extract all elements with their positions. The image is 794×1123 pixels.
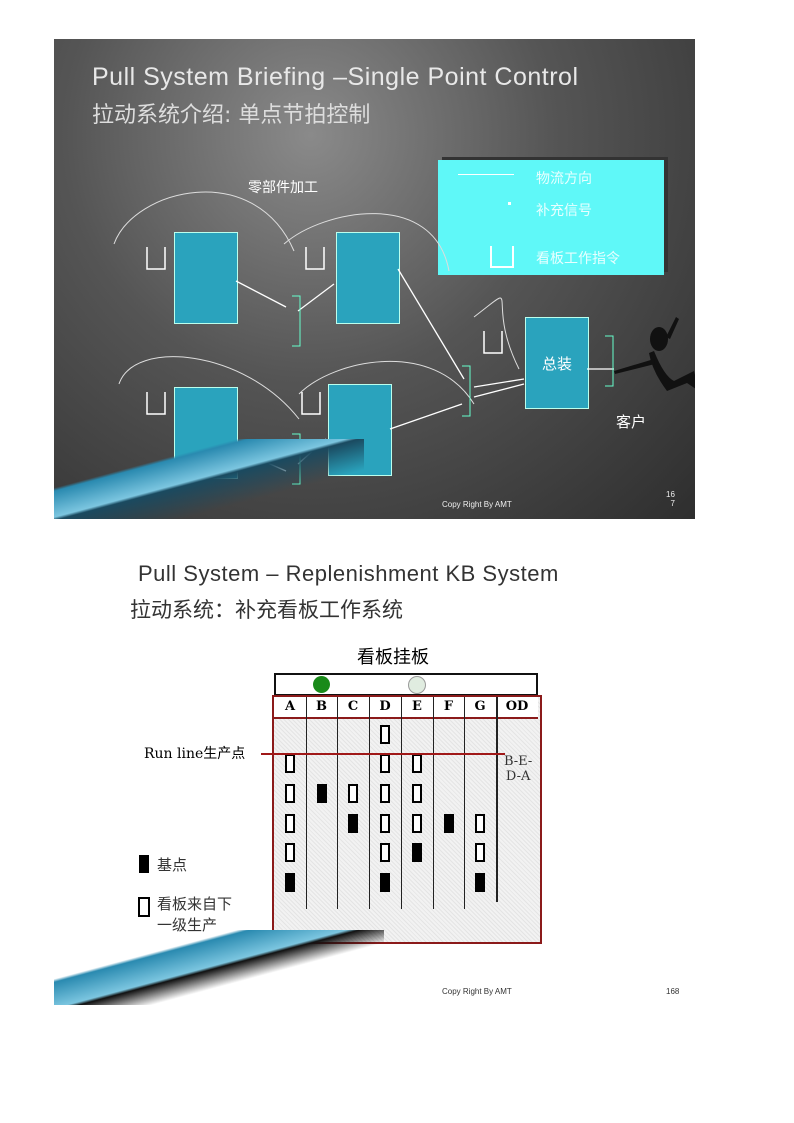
assembly-label: 总装: [541, 354, 572, 373]
kanban-card[interactable]: [285, 784, 295, 803]
kanban-card[interactable]: [285, 814, 295, 833]
legend-kanban: 看板来自下 一级生产: [157, 895, 233, 934]
process-label: 零部件加工: [248, 180, 318, 196]
green-light-icon: [313, 676, 330, 693]
column-header-g: G: [474, 699, 486, 714]
legend-kanban: 看板工作指令: [536, 251, 620, 267]
page-number: 168: [666, 987, 680, 996]
column-divider: [337, 697, 338, 909]
kanban-card[interactable]: [380, 784, 390, 803]
column-divider: [464, 697, 465, 909]
flow-diagram: [113, 191, 695, 485]
signal-bar: [274, 673, 538, 696]
column-divider: [496, 697, 498, 902]
process-box: [336, 232, 400, 324]
kanban-card[interactable]: [412, 784, 422, 803]
column-divider: [401, 697, 402, 909]
column-header-f: F: [443, 699, 454, 714]
page-number: 16 7: [666, 490, 675, 508]
slide-decoration: [54, 930, 384, 1005]
slide-decoration: [54, 439, 364, 519]
off-light-icon: [408, 676, 426, 694]
column-divider: [433, 697, 434, 909]
legend-flow: 物流方向: [536, 171, 592, 187]
kanban-card[interactable]: [285, 754, 295, 773]
kanban-posts: [146, 247, 503, 415]
base-point-card[interactable]: [380, 873, 390, 892]
base-point-icon: [139, 855, 149, 873]
kanban-card[interactable]: [412, 754, 422, 773]
column-header-a: A: [284, 699, 296, 714]
kanban-card[interactable]: [380, 754, 390, 773]
legend-signal: 补充信号: [536, 203, 592, 219]
assembly-box: 总装: [525, 317, 589, 409]
kanban-card[interactable]: [475, 843, 485, 862]
kanban-card-icon: [138, 897, 150, 917]
kanban-card[interactable]: [285, 843, 295, 862]
column-divider: [369, 697, 370, 909]
slide-subtitle: 拉动系统介绍: 单点节拍控制: [92, 103, 371, 128]
board-title: 看板挂板: [357, 647, 429, 668]
slide-title: Pull System Briefing –Single Point Contr…: [92, 63, 579, 91]
slide-title: Pull System – Replenishment KB System: [138, 561, 559, 586]
base-point-card[interactable]: [316, 784, 327, 803]
copyright: Copy Right By AMT: [442, 987, 512, 996]
base-point-card[interactable]: [412, 843, 422, 862]
signal-loops: [113, 191, 520, 420]
runline-label: Run line生产点: [144, 746, 246, 762]
kanban-card[interactable]: [380, 843, 390, 862]
slide-single-point-control: Pull System Briefing –Single Point Contr…: [54, 39, 695, 519]
runline: [261, 753, 505, 755]
slide-replenishment-kb: Pull System – Replenishment KB System 拉动…: [54, 540, 695, 1005]
column-header-d: D: [379, 699, 391, 714]
kanban-post-icon: [490, 246, 514, 268]
slide-subtitle: 拉动系统：补充看板工作系统: [130, 598, 403, 622]
kanban-card[interactable]: [475, 814, 485, 833]
signal-dot-icon: [508, 202, 511, 205]
column-header-row: [274, 697, 538, 719]
column-header-e: E: [412, 699, 422, 714]
copyright: Copy Right By AMT: [442, 500, 512, 509]
kanban-card[interactable]: [412, 814, 422, 833]
column-divider: [306, 697, 307, 909]
legend-box: 物流方向 补充信号 看板工作指令: [438, 160, 664, 275]
column-header-b: B: [316, 699, 327, 714]
legend-base: 基点: [157, 856, 188, 874]
base-point-card[interactable]: [348, 814, 358, 833]
process-box: [174, 232, 238, 324]
base-point-card[interactable]: [285, 873, 295, 892]
column-header-c: C: [347, 699, 359, 714]
kanban-card[interactable]: [380, 814, 390, 833]
base-point-card[interactable]: [475, 873, 485, 892]
flow-arrow-icon: [458, 174, 514, 175]
kanban-card[interactable]: [380, 725, 390, 744]
customer-label: 客户: [616, 413, 647, 431]
base-point-card[interactable]: [443, 814, 454, 833]
column-header-od: OD: [505, 699, 529, 714]
kanban-board: A B C D E F G OD: [272, 695, 542, 944]
customer-figure-icon: [614, 317, 695, 391]
kanban-card[interactable]: [348, 784, 358, 803]
od-sequence: B-E- D-A: [504, 754, 533, 784]
